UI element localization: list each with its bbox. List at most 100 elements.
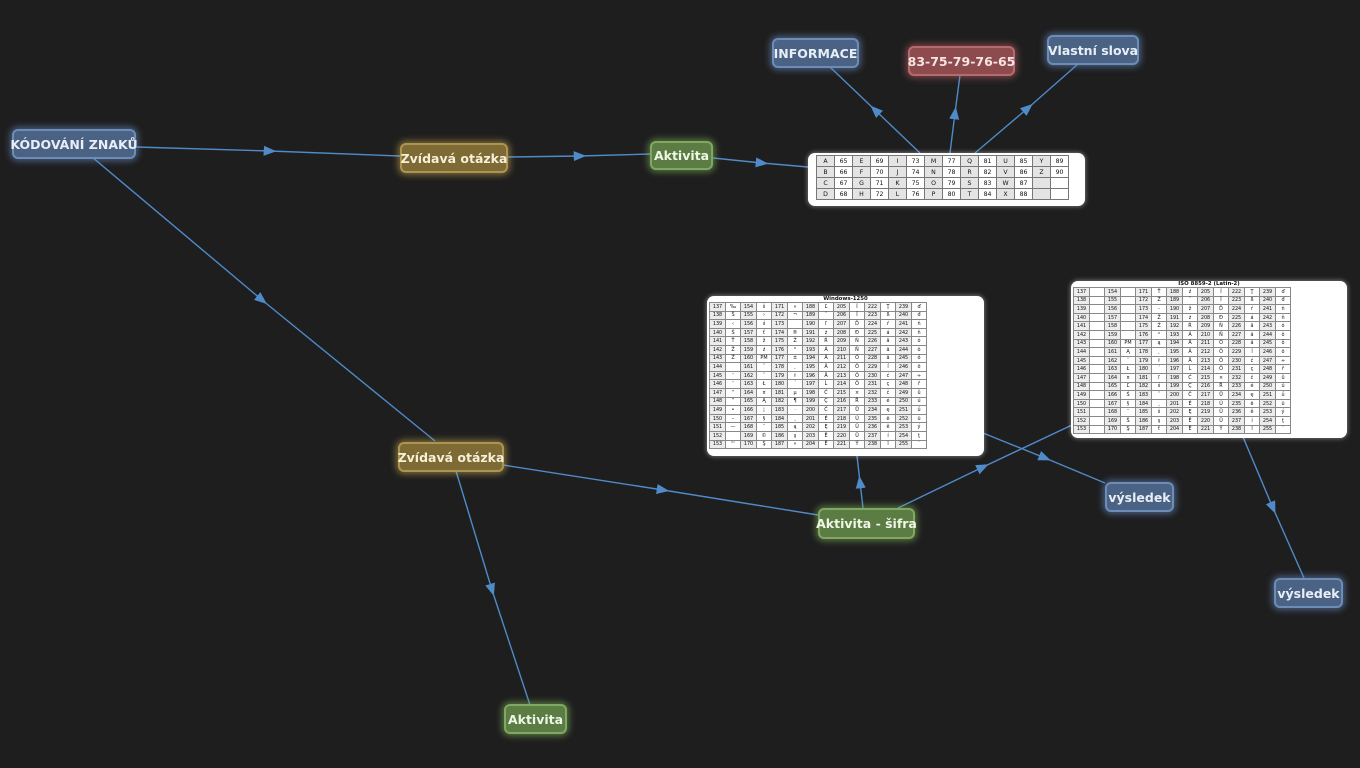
node-zvidava-otazka-2[interactable]: Zvídavá otázka bbox=[398, 442, 504, 472]
node-aktivita-2[interactable]: Aktivita bbox=[504, 704, 567, 734]
table-cell: ŕ bbox=[880, 319, 896, 329]
table-cell: ř bbox=[1275, 364, 1291, 374]
table-cell: 215 bbox=[833, 387, 850, 398]
table-cell: ˛ bbox=[1151, 347, 1167, 357]
table-cell: 77 bbox=[942, 155, 961, 167]
table-cell: 198 bbox=[802, 387, 819, 398]
edge-ascii-informace bbox=[829, 66, 921, 154]
table-cell: 177 bbox=[771, 353, 788, 364]
table-cell: Ń bbox=[849, 336, 865, 346]
table-cell: Ç bbox=[1182, 381, 1198, 392]
table-cell: ď bbox=[911, 302, 927, 312]
table-cell: 225 bbox=[1228, 312, 1245, 323]
table-cell: 189 bbox=[802, 310, 819, 321]
table-cell: Ŕ bbox=[818, 336, 834, 346]
table-cell: 172 bbox=[1135, 295, 1152, 306]
node-zvidava-otazka-1[interactable]: Zvídavá otázka bbox=[400, 143, 508, 173]
table-cell bbox=[725, 430, 741, 441]
table-cell: E bbox=[852, 155, 871, 167]
node-aktivita-1[interactable]: Aktivita bbox=[650, 141, 713, 170]
table-cell: 138 bbox=[709, 310, 726, 321]
table-cell: ô bbox=[1275, 329, 1291, 340]
table-cell: Ě bbox=[1182, 424, 1198, 435]
table-cell: ĺ bbox=[1244, 347, 1260, 357]
table-cell: P bbox=[924, 188, 943, 200]
table-cell: ä bbox=[880, 353, 896, 364]
node-informace[interactable]: INFORMACE bbox=[772, 38, 859, 68]
table-cell: 252 bbox=[895, 413, 912, 424]
table-cell: é bbox=[1244, 381, 1260, 392]
table-cell: Ż bbox=[787, 336, 803, 346]
table-cell: ä bbox=[1244, 338, 1260, 349]
table-cell: é bbox=[880, 396, 896, 407]
node-aktivita-sifra[interactable]: Aktivita - šifra bbox=[816, 508, 917, 539]
table-cell: Ý bbox=[1213, 424, 1229, 435]
table-cell: 253 bbox=[1259, 407, 1276, 417]
edge-sifra-iso bbox=[897, 424, 1073, 509]
edge-aktivita1-ascii bbox=[712, 157, 809, 168]
table-cell: á bbox=[1244, 312, 1260, 323]
table-cell: 215 bbox=[1197, 372, 1214, 383]
table-cell bbox=[1089, 329, 1105, 340]
table-cell: 148 bbox=[709, 396, 726, 407]
table-cell: 222 bbox=[1228, 287, 1245, 297]
table-cell: 194 bbox=[1166, 338, 1183, 349]
table-cell: 76 bbox=[906, 188, 925, 200]
node-vysledek-2[interactable]: výsledek bbox=[1274, 578, 1343, 608]
table-cell: 193 bbox=[1166, 329, 1183, 340]
node-vlastni-slova[interactable]: Vlastní slova bbox=[1047, 35, 1139, 65]
node-vysledek-1[interactable]: výsledek bbox=[1105, 482, 1174, 512]
table-cell: I bbox=[888, 155, 907, 167]
table-cell: â bbox=[1244, 321, 1260, 331]
table-cell: S bbox=[960, 177, 979, 189]
table-cell: Ű bbox=[1213, 407, 1229, 417]
table-cell: Ţ bbox=[880, 302, 896, 312]
edge-kodovani-zvidava2 bbox=[91, 156, 436, 442]
node-kodovani-znaku[interactable]: KÓDOVÁNÍ ZNAKŮ bbox=[10, 129, 138, 159]
table-cell: 246 bbox=[1259, 347, 1276, 357]
table-cell: 158 bbox=[1104, 321, 1121, 331]
edge-ascii-kod bbox=[949, 74, 961, 154]
table-cell: ł bbox=[1151, 355, 1167, 366]
table-cell: Ô bbox=[1213, 347, 1229, 357]
table-cell bbox=[1089, 338, 1105, 349]
table-cell: ř bbox=[911, 379, 927, 389]
table-cell: 201 bbox=[1166, 398, 1183, 409]
table-cell: 236 bbox=[1228, 407, 1245, 417]
table-cell: Á bbox=[818, 344, 834, 355]
table-cell: 156 bbox=[1104, 304, 1121, 314]
table-cell: 86 bbox=[1014, 166, 1033, 178]
table-cell: ¸ bbox=[787, 413, 803, 424]
table-cell: 207 bbox=[833, 319, 850, 329]
table-cell: 88 bbox=[1014, 188, 1033, 200]
table-cell: ý bbox=[1275, 407, 1291, 417]
table-cell: 223 bbox=[864, 310, 881, 321]
table-cell: á bbox=[880, 327, 896, 338]
table-cell: 78 bbox=[942, 166, 961, 178]
table-cell: 72 bbox=[870, 188, 889, 200]
edge-windows-vysledek1 bbox=[982, 432, 1106, 484]
node-kod-83-75-79-76-65[interactable]: 83-75-79-76-65 bbox=[908, 46, 1015, 76]
table-cell: 85 bbox=[1014, 155, 1033, 167]
table-cell: ś bbox=[1151, 381, 1167, 392]
table-cell: 177 bbox=[1135, 338, 1152, 349]
table-cell: 254 bbox=[1259, 415, 1276, 426]
table-cell: ă bbox=[1244, 329, 1260, 340]
table-cell: Ú bbox=[1213, 398, 1229, 409]
table-cell bbox=[1089, 390, 1105, 400]
table-cell: 175 bbox=[1135, 321, 1152, 331]
table-cell: 187 bbox=[1135, 424, 1152, 435]
table-cell: Ü bbox=[849, 430, 865, 441]
table-cell: Ł bbox=[756, 379, 772, 389]
